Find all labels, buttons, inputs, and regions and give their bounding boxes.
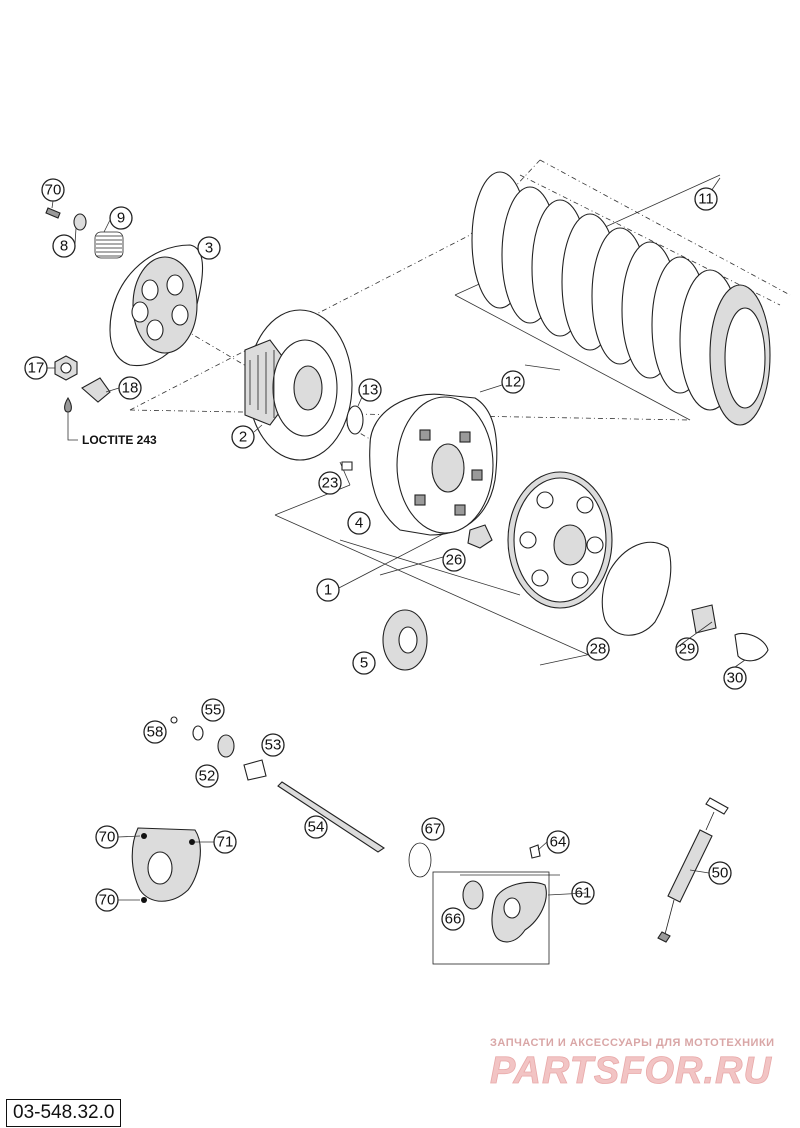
callout: 53	[261, 733, 285, 757]
svg-text:70: 70	[99, 892, 116, 909]
callout: 55	[201, 698, 225, 722]
release-mechanism-parts	[170, 716, 432, 878]
svg-text:55: 55	[205, 702, 222, 719]
svg-text:1: 1	[324, 582, 332, 599]
watermark-tagline: ЗАПЧАСТИ И АКСЕССУАРЫ ДЛЯ МОТОТЕХНИКИ	[490, 1037, 775, 1049]
svg-text:17: 17	[28, 360, 45, 377]
svg-text:50: 50	[712, 865, 729, 882]
callout: 70	[95, 888, 119, 912]
pressure-plate-assembly	[45, 207, 204, 367]
callout: 28	[586, 637, 610, 661]
callout: 30	[723, 666, 747, 690]
callout: 71	[213, 830, 237, 854]
svg-text:67: 67	[425, 821, 442, 838]
svg-text:23: 23	[322, 475, 339, 492]
callout: 17	[24, 356, 48, 380]
primary-gear-assembly	[507, 471, 769, 662]
inner-clutch-hub	[244, 309, 353, 461]
callout: 18	[118, 376, 142, 400]
callout: 1	[316, 578, 340, 602]
clutch-basket	[341, 393, 498, 536]
svg-text:29: 29	[679, 641, 696, 658]
svg-text:71: 71	[217, 834, 234, 851]
callout: 5	[352, 651, 376, 675]
svg-text:70: 70	[45, 182, 62, 199]
svg-text:58: 58	[147, 724, 164, 741]
callout-leaders	[47, 200, 746, 901]
thrust-washer	[346, 405, 364, 435]
callout: 9	[109, 206, 133, 230]
svg-text:4: 4	[355, 515, 363, 532]
callout: 26	[442, 548, 466, 572]
clutch-slave-cylinder	[432, 844, 550, 965]
svg-text:2: 2	[239, 429, 247, 446]
svg-text:30: 30	[727, 670, 744, 687]
svg-text:18: 18	[122, 380, 139, 397]
svg-text:54: 54	[308, 819, 325, 836]
svg-text:53: 53	[265, 737, 282, 754]
svg-text:9: 9	[117, 210, 125, 227]
svg-text:28: 28	[590, 641, 607, 658]
callout: 66	[441, 907, 465, 931]
clutch-nut-assembly	[54, 355, 111, 413]
svg-text:66: 66	[445, 911, 462, 928]
callout: 23	[318, 471, 342, 495]
svg-text:3: 3	[205, 240, 213, 257]
callout: 54	[304, 815, 328, 839]
svg-text:13: 13	[362, 382, 379, 399]
callout: 11	[694, 187, 718, 211]
callout: 64	[546, 830, 570, 854]
svg-text:52: 52	[199, 768, 216, 785]
clutch-plate-stack	[471, 171, 771, 426]
callout: 52	[195, 764, 219, 788]
small-gear-parts	[382, 524, 493, 671]
grease-syringe	[657, 797, 729, 943]
document-number: 03-548.32.0	[6, 1099, 122, 1127]
callout: 3	[197, 236, 221, 260]
svg-text:70: 70	[99, 829, 116, 846]
svg-text:12: 12	[505, 374, 522, 391]
clutch-spring	[94, 231, 124, 259]
svg-text:26: 26	[446, 552, 463, 569]
loctite-label: LOCTITE 243	[82, 433, 157, 447]
callout: 58	[143, 720, 167, 744]
callout: 12	[501, 370, 525, 394]
svg-text:64: 64	[550, 834, 567, 851]
svg-text:5: 5	[360, 655, 368, 672]
callout: 13	[358, 378, 382, 402]
watermark-logo: PARTSFOR.RU	[490, 1050, 772, 1092]
callout: 67	[421, 817, 445, 841]
callout: 2	[231, 425, 255, 449]
svg-text:8: 8	[60, 238, 68, 255]
callout-labels: 70 9 8 3 17 18 2 13 11 12 23 4 1 26 5 28…	[24, 178, 747, 931]
callout: 70	[41, 178, 65, 202]
callout: 50	[708, 861, 732, 885]
clutch-release-cover	[131, 827, 201, 903]
callout: 70	[95, 825, 119, 849]
callout: 8	[52, 234, 76, 258]
callout: 4	[347, 511, 371, 535]
callout: 29	[675, 637, 699, 661]
svg-text:11: 11	[698, 191, 714, 208]
